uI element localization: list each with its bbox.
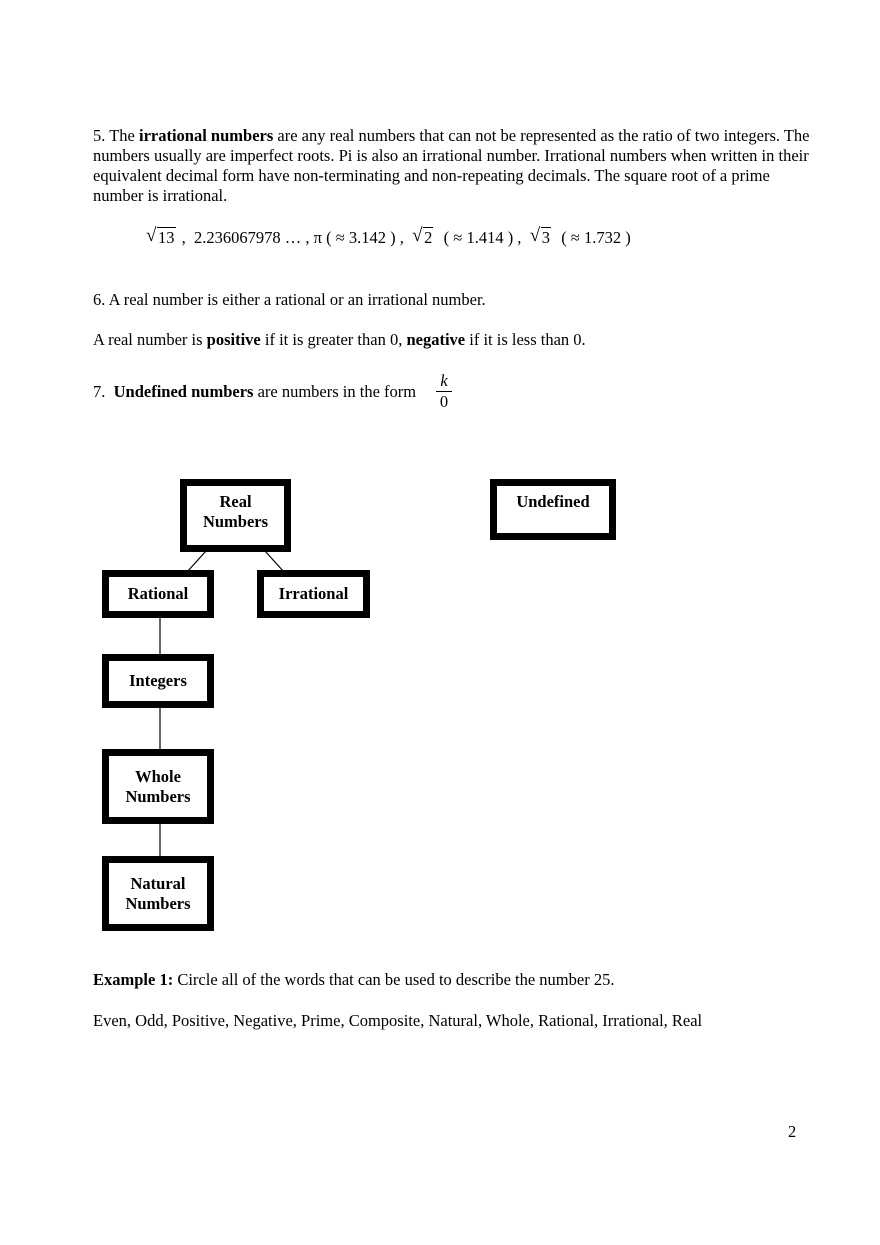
- sqrt-13: √13: [146, 225, 176, 247]
- item-7-prefix: 7.: [93, 382, 114, 401]
- real-numbers-label: Real Numbers: [202, 492, 269, 531]
- integers-label: Integers: [129, 671, 187, 690]
- fraction-denominator: 0: [439, 392, 449, 411]
- real-numbers-box: Real Numbers: [180, 479, 291, 552]
- page-number: 2: [788, 1122, 797, 1141]
- k-over-0-fraction: k 0: [436, 372, 452, 411]
- item-7-text: are numbers in the form: [253, 382, 417, 401]
- item-5-prefix: 5. The: [93, 126, 139, 145]
- whole-numbers-box: Whole Numbers: [102, 749, 214, 824]
- irrational-examples: √13 , 2.236067978 … , π ( ≈ 3.142 ) , √2…: [146, 225, 631, 248]
- rational-box: Rational: [102, 570, 214, 618]
- positive-term: positive: [206, 330, 261, 349]
- connector-real-irrational: [264, 550, 285, 573]
- sqrt-2: √2: [412, 225, 434, 247]
- item-6-paragraph: 6. A real number is either a rational or…: [93, 290, 486, 309]
- undefined-box: Undefined: [490, 479, 616, 540]
- irrational-label: Irrational: [278, 584, 349, 603]
- example-1-label: Example 1:: [93, 970, 174, 989]
- example-1-prompt: Example 1: Circle all of the words that …: [93, 970, 813, 990]
- negative-term: negative: [406, 330, 466, 349]
- example-1-text: Circle all of the words that can be used…: [173, 970, 615, 989]
- fraction-numerator: k: [440, 371, 448, 390]
- natural-numbers-label: Natural Numbers: [125, 873, 191, 913]
- undefined-numbers-term: Undefined numbers: [113, 382, 254, 401]
- rational-label: Rational: [127, 584, 189, 603]
- natural-numbers-box: Natural Numbers: [102, 856, 214, 931]
- examples-sep-3: ( ≈ 1.732 ): [552, 228, 631, 247]
- example-1-word-list: Even, Odd, Positive, Negative, Prime, Co…: [93, 1011, 703, 1030]
- item-7-paragraph: 7. Undefined numbers are numbers in the …: [93, 382, 813, 402]
- connector-real-rational: [186, 550, 207, 573]
- fraction-bar: [436, 391, 452, 392]
- pn-text-b: if it is greater than 0,: [260, 330, 407, 349]
- positive-negative-paragraph: A real number is positive if it is great…: [93, 330, 813, 350]
- item-5-text: are any real numbers that can not be rep…: [93, 126, 810, 205]
- irrational-box: Irrational: [257, 570, 370, 618]
- whole-numbers-label: Whole Numbers: [125, 766, 191, 806]
- integers-box: Integers: [102, 654, 214, 708]
- pn-text-a: A real number is: [93, 330, 207, 349]
- examples-sep-2: ( ≈ 1.414 ) ,: [435, 228, 530, 247]
- sqrt-3: √3: [529, 225, 551, 247]
- undefined-label: Undefined: [516, 492, 590, 511]
- item-5-paragraph: 5. The irrational numbers are any real n…: [93, 126, 813, 206]
- examples-sep-1: , 2.236067978 … , π ( ≈ 3.142 ) ,: [177, 228, 413, 247]
- pn-text-c: if it is less than 0.: [465, 330, 586, 349]
- irrational-numbers-term: irrational numbers: [138, 126, 274, 145]
